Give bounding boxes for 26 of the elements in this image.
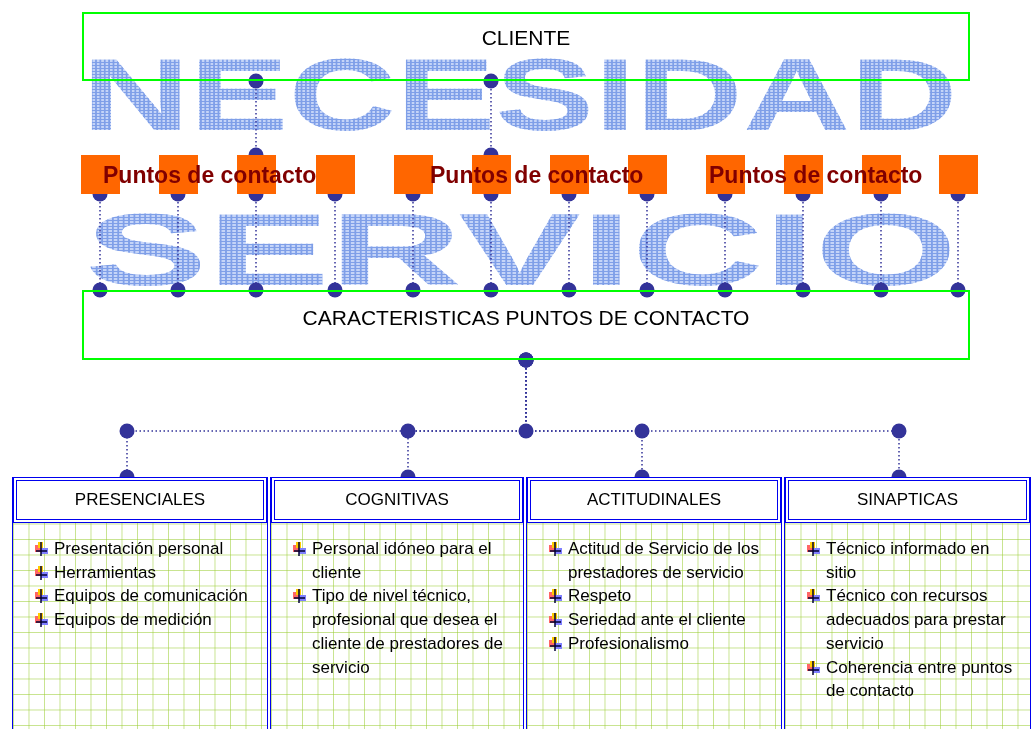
- category-column: [12, 477, 268, 729]
- list-item-text: Actitud de Servicio de los prestadores de servicio: [568, 538, 760, 584]
- column-header: PRESENCIALES: [13, 477, 267, 523]
- contact-point-square: [315, 155, 355, 194]
- category-column: [784, 477, 1031, 729]
- column-header: COGNITIVAS: [271, 477, 523, 523]
- list-item-text: Respeto: [568, 585, 632, 608]
- list-item-text: Coherencia entre puntos de contacto: [826, 656, 1014, 703]
- list-item-text: Tipo de nivel técnico, profesional que desea el cliente de prestadores de servicio: [312, 585, 504, 679]
- list-item-text: Equipos de medición: [54, 609, 212, 632]
- category-column: [270, 477, 524, 729]
- list-item-text: Herramientas: [54, 561, 157, 584]
- list-item-text: Seriedad ante el cliente: [568, 609, 746, 632]
- list-item-text: Técnico con recursos adecuados para prestar servicio: [826, 585, 1007, 655]
- column-header: SINAPTICAS: [785, 477, 1030, 523]
- column-header: ACTITUDINALES: [527, 477, 781, 523]
- category-column: [526, 477, 782, 729]
- contact-point-square: [938, 155, 978, 194]
- characteristics-box: [82, 290, 970, 360]
- list-item-text: Personal idóneo para el cliente: [312, 538, 493, 584]
- contact-point-square: [393, 155, 433, 194]
- list-item-text: Profesionalismo: [568, 632, 689, 655]
- list-item-text: Técnico informado en sitio: [826, 538, 991, 584]
- list-item-text: Equipos de comunicación: [54, 585, 248, 608]
- list-item-text: Presentación personal: [54, 538, 224, 560]
- box-title: CARACTERISTICAS PUNTOS DE CONTACTO: [302, 306, 750, 330]
